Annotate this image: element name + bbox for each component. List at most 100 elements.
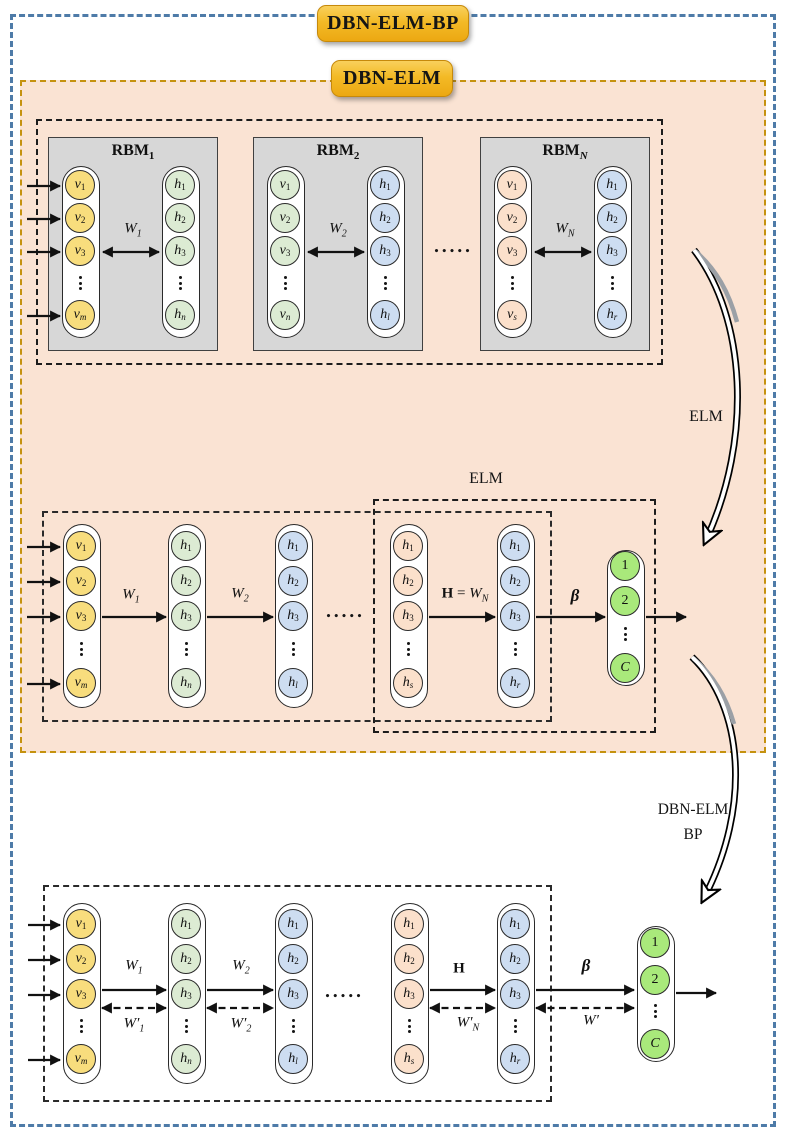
rbm-ellipsis-dots: ••••• <box>433 247 473 257</box>
rbm3-visible-layer-vertical-dots <box>511 276 514 290</box>
elm-curve-label: ELM <box>689 408 723 425</box>
bot-output-layer-node-1: 1 <box>640 928 670 958</box>
mid-output-layer-node-1: 1 <box>610 551 640 581</box>
rbm1-hidden-layer-vertical-dots <box>179 276 182 290</box>
bot-col4-vertical-dots <box>408 1019 411 1033</box>
mid-output-layer-node-C: C <box>610 653 640 683</box>
mid-col1-vertical-dots <box>80 642 83 656</box>
rbm2-visible-layer-vertical-dots <box>284 276 287 290</box>
mid-col5-vertical-dots <box>514 642 517 656</box>
mid-h-eq-wn-label: H = WN <box>441 585 489 605</box>
title-badge-dbn-elm-bp: DBN-ELM-BP <box>317 5 469 42</box>
bot-col2-vertical-dots <box>185 1019 188 1033</box>
mid-w1-label: W1 <box>122 586 140 606</box>
mid-w2-label: W2 <box>231 585 249 605</box>
bot-output-layer-node-2: 2 <box>640 965 670 995</box>
bot-col1-vertical-dots <box>80 1019 83 1033</box>
bot-col5-vertical-dots <box>514 1019 517 1033</box>
rbm2-weight-label: W2 <box>329 220 347 240</box>
rbm3-hidden-layer-vertical-dots <box>611 276 614 290</box>
bp-curve-label-line1: DBN-ELM <box>657 801 729 818</box>
bot-w2p-label: W′2 <box>230 1015 252 1035</box>
rbm3-weight-label: WN <box>555 220 575 240</box>
bp-curve-label: DBN-ELM BP <box>646 797 740 847</box>
bot-output-layer-node-C: C <box>640 1029 670 1059</box>
rbm1-title: RBM1 <box>111 141 155 163</box>
bot-col3-vertical-dots <box>292 1019 295 1033</box>
mid-col4-vertical-dots <box>407 642 410 656</box>
rbm3-title: RBMN <box>542 141 588 163</box>
rbm2-hidden-layer-vertical-dots <box>384 276 387 290</box>
mid-output-layer-vertical-dots <box>624 627 627 641</box>
bot-w2-label: W2 <box>232 957 250 977</box>
title-dbn-elm-bp: DBN-ELM-BP <box>327 12 459 34</box>
rbm-group-box <box>36 119 663 365</box>
title-dbn-elm: DBN-ELM <box>343 67 441 89</box>
